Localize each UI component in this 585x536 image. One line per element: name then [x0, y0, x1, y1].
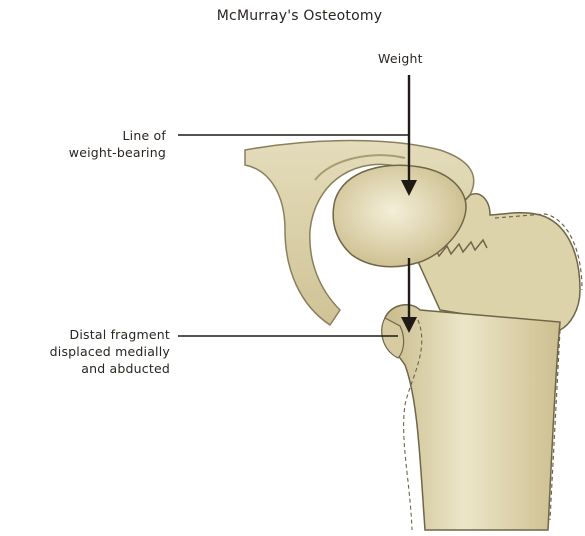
distal-fragment [385, 305, 560, 530]
diagram-title: McMurray's Osteotomy [0, 8, 585, 25]
label-weight: Weight [378, 50, 423, 67]
label-distal-fragment-line3: and abducted [50, 360, 170, 377]
label-line-of-weight-bearing-line2: weight-bearing [69, 144, 166, 161]
label-line-of-weight-bearing-line1: Line of [69, 127, 166, 144]
label-distal-fragment-line1: Distal fragment [50, 326, 170, 343]
label-line-of-weight-bearing: Line of weight-bearing [69, 127, 166, 161]
label-distal-fragment-line2: displaced medially [50, 343, 170, 360]
label-distal-fragment: Distal fragment displaced medially and a… [50, 326, 170, 377]
